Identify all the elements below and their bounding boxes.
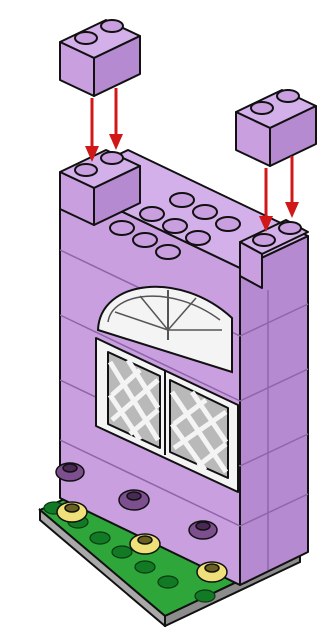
loose-brick-right [236,90,316,166]
arrow-left-2 [109,88,123,150]
arrow-left-1 [85,98,99,162]
flower-purple-2 [119,490,149,510]
flower-yellow-3 [197,562,227,582]
flower-yellow-2 [130,534,160,554]
arrow-right-2 [285,156,299,218]
flower-purple-1 [56,463,84,481]
flower-yellow-1 [57,502,87,522]
flower-purple-3 [189,521,217,539]
wall-right-face [240,236,308,585]
loose-brick-left [60,20,140,96]
